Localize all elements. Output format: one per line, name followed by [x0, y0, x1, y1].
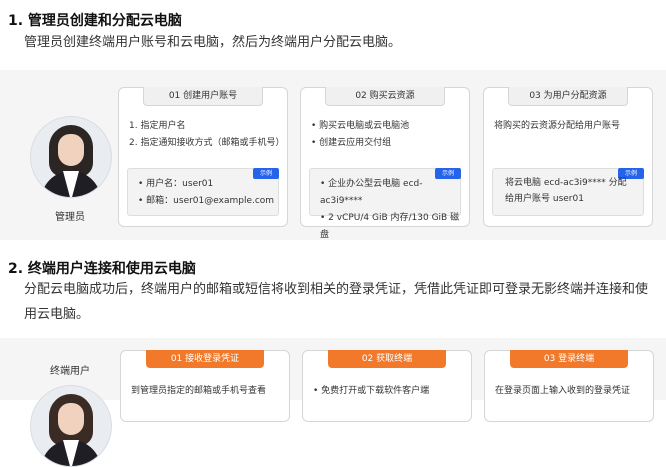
card-buy-cloud-resources: 02 购买云资源 购买云电脑或云电脑池 创建云应用交付组 示例 企业办公型云电脑…: [300, 87, 470, 240]
list-item: 创建云应用交付组: [311, 135, 409, 152]
card-tab: 02 获取终端: [328, 350, 446, 368]
example-item: 用户名：user01: [138, 176, 274, 193]
example-tag: 示例: [253, 168, 279, 179]
card-assign-resources: 03 为用户分配资源 将购买的云资源分配给用户账号 示例 将云电脑 ecd-ac…: [483, 87, 653, 227]
card-get-terminal: 02 获取终端 • 免费打开或下载软件客户端: [302, 350, 472, 422]
card-text: 将购买的云资源分配给用户账号: [494, 121, 621, 131]
end-user-avatar: [30, 385, 112, 467]
card-text-value: 免费打开或下载软件客户端: [321, 386, 430, 396]
example-box: 示例 将云电脑 ecd-ac3i9**** 分配给用户账号 user01: [492, 168, 644, 216]
section1-panel: 管理员 01 创建用户账号 指定用户名 指定通知接收方式（邮箱或手机号） 示例 …: [0, 70, 666, 240]
card-text: • 免费打开或下载软件客户端: [313, 386, 430, 396]
card-tab: 03 登录终端: [510, 350, 628, 368]
card-login-terminal: 03 登录终端 在登录页面上输入收到的登录凭证: [484, 350, 654, 422]
example-box: 示例 用户名：user01 邮箱：user01@example.com: [127, 168, 279, 216]
list-item: 指定用户名: [129, 118, 284, 135]
section2-description: 分配云电脑成功后，终端用户的邮箱或短信将收到相关的登录凭证，凭借此凭证即可登录无…: [24, 282, 649, 322]
section2-title: 2. 终端用户连接和使用云电脑: [8, 261, 196, 277]
card-receive-credentials: 01 接收登录凭证 到管理员指定的邮箱或手机号查看: [120, 350, 290, 422]
admin-avatar: [30, 116, 112, 198]
example-box: 示例 企业办公型云电脑 ecd-ac3i9**** 2 vCPU/4 GiB 内…: [309, 168, 461, 240]
list-item: 购买云电脑或云电脑池: [311, 118, 409, 135]
card-text: 在登录页面上输入收到的登录凭证: [495, 386, 631, 396]
card-tab: 02 购买云资源: [325, 87, 445, 106]
card-create-user-account: 01 创建用户账号 指定用户名 指定通知接收方式（邮箱或手机号） 示例 用户名：…: [118, 87, 288, 227]
example-item: 企业办公型云电脑 ecd-ac3i9****: [320, 176, 460, 210]
admin-label: 管理员: [55, 212, 85, 223]
example-item: 邮箱：user01@example.com: [138, 193, 274, 210]
card-tab: 03 为用户分配资源: [508, 87, 628, 106]
example-tag: 示例: [618, 168, 644, 179]
section1-title: 1. 管理员创建和分配云电脑: [8, 13, 182, 29]
section1-description: 管理员创建终端用户账号和云电脑，然后为终端用户分配云电脑。: [24, 35, 402, 50]
admin-figure: 管理员: [30, 116, 112, 223]
example-tag: 示例: [435, 168, 461, 179]
end-user-label: 终端用户: [50, 366, 90, 377]
card-tab: 01 接收登录凭证: [146, 350, 264, 368]
end-user-figure: 终端用户: [30, 362, 112, 467]
example-item: 2 vCPU/4 GiB 内存/130 GiB 磁盘: [320, 210, 460, 244]
card-tab: 01 创建用户账号: [143, 87, 263, 106]
list-item: 指定通知接收方式（邮箱或手机号）: [129, 135, 284, 152]
example-text: 将云电脑 ecd-ac3i9**** 分配给用户账号 user01: [505, 178, 627, 204]
card-text: 到管理员指定的邮箱或手机号查看: [131, 386, 267, 396]
section2-panel: 终端用户 01 接收登录凭证 到管理员指定的邮箱或手机号查看 02 获取终端 •…: [0, 338, 666, 467]
